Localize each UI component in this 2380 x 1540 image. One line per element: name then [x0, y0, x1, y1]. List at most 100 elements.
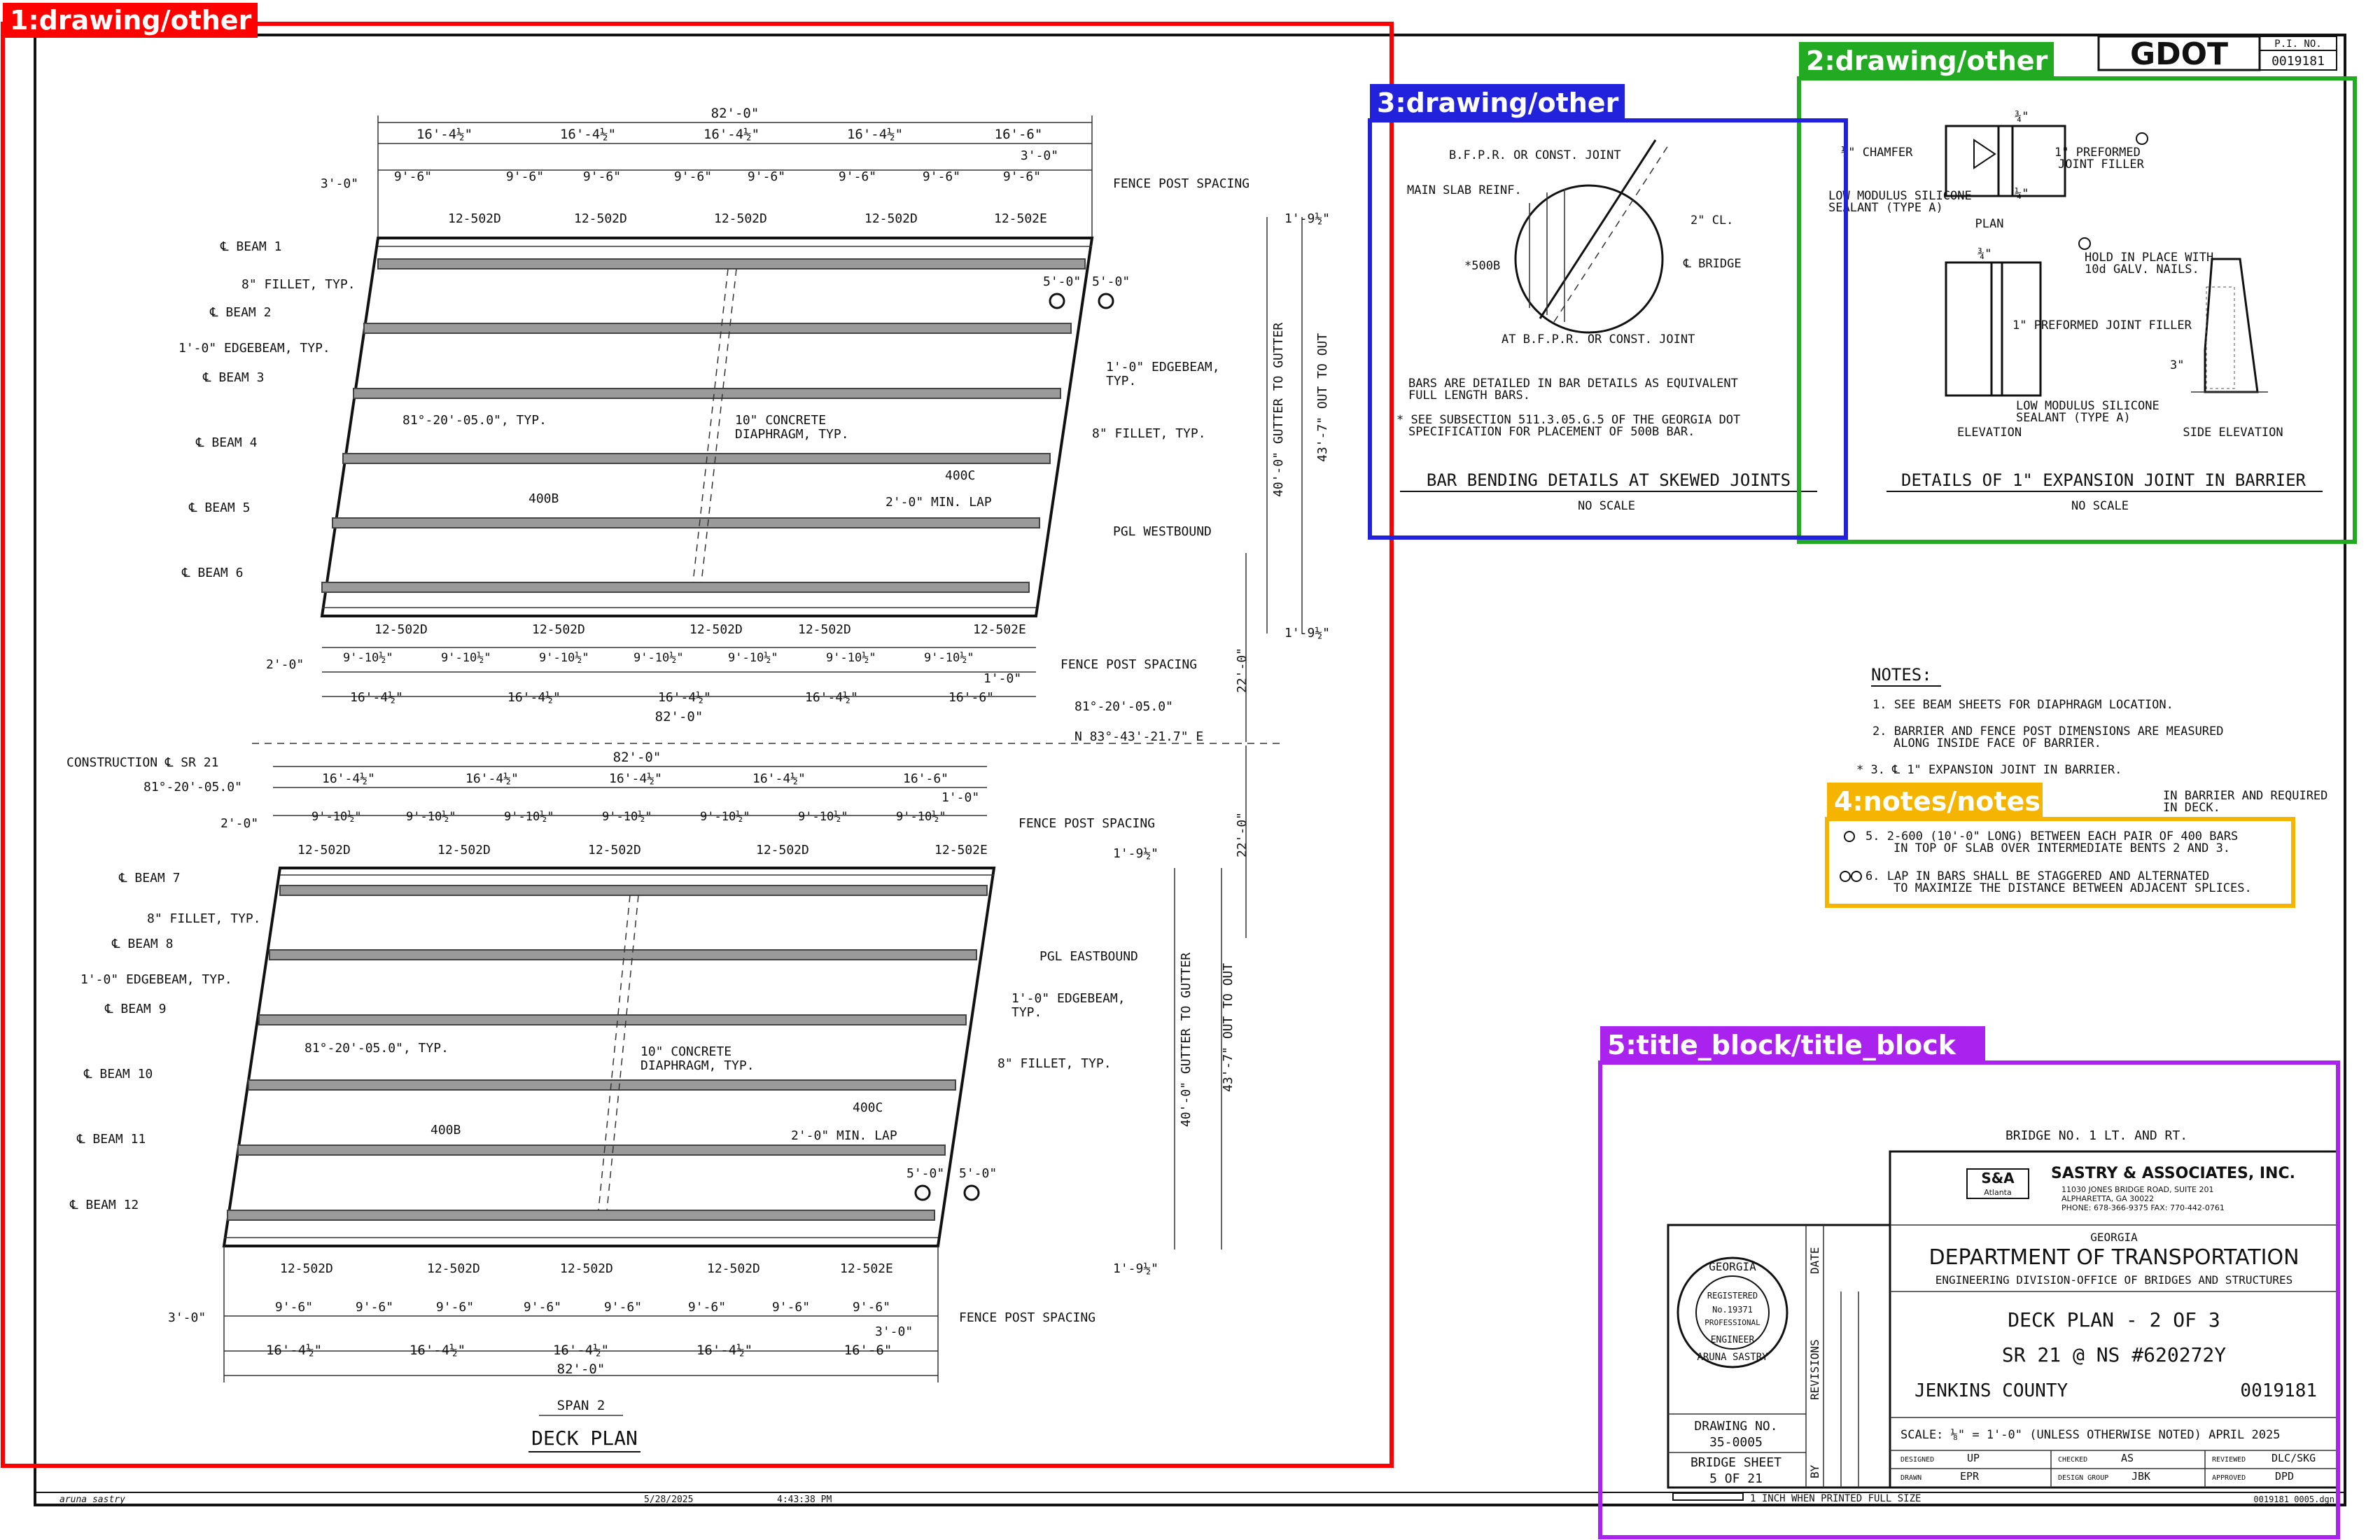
construction-cl-label: CONSTRUCTION ℄ SR 21 — [66, 755, 218, 770]
filler-label-a: 1" PREFORMED — [2054, 146, 2141, 160]
dim-bot-seg-5: 16'-6" — [844, 1343, 892, 1358]
bar-eb-top-5: 12-502E — [934, 843, 988, 858]
chamfer-label: ¼" CHAMFER — [1841, 146, 1913, 160]
note-4a: IN BARRIER AND REQUIRED — [2163, 789, 2328, 803]
side-elevation-label: SIDE ELEVATION — [2183, 426, 2283, 440]
diaphragm-label-wb-2: DIAPHRAGM, TYP. — [735, 427, 849, 442]
dim-top-sp-2: 9'-6" — [506, 169, 544, 184]
division-name: ENGINEERING DIVISION-OFFICE OF BRIDGES A… — [1935, 1273, 2293, 1287]
dim-bot-seg-3: 16'-4½" — [553, 1343, 609, 1358]
dim-34-elev: ¾" — [1977, 247, 1991, 261]
seal-state: GEORGIA — [1709, 1260, 1756, 1273]
hold-label-a: HOLD IN PLACE WITH — [2085, 251, 2213, 265]
bb-note-2a: * SEE SUBSECTION 511.3.05.G.5 OF THE GEO… — [1396, 413, 1740, 427]
firm-logo: S&A — [1981, 1170, 2015, 1186]
dim-22-2: 22'-0" — [1235, 812, 1250, 858]
dim-mid-seg-1: 16'-4½" — [350, 690, 403, 705]
bar-wb-top-5: 12-502E — [994, 211, 1047, 226]
drawing-no-label: DRAWING NO. — [1694, 1419, 1777, 1434]
hold-label-b: 10d GALV. NAILS. — [2085, 262, 2199, 276]
bearing-label: N 83°-43'-21.7" E — [1074, 729, 1203, 744]
annotation-box-2 — [1797, 76, 2357, 544]
state-label: GEORGIA — [2090, 1231, 2138, 1244]
dim-top-overall: 82'-0" — [711, 106, 760, 121]
lap-label-eb: 2'-0" MIN. LAP — [791, 1128, 897, 1143]
bar-wb-top-1: 12-502D — [448, 211, 501, 226]
footer-file: 0019181_0005.dgn — [2253, 1494, 2334, 1504]
seal-engineer: ENGINEER — [1711, 1335, 1755, 1345]
gutter-eb: 40'-0" GUTTER TO GUTTER — [1179, 953, 1194, 1127]
seal-registered: REGISTERED — [1707, 1291, 1758, 1301]
sealant-elev-a: LOW MODULUS SILICONE — [2016, 399, 2160, 413]
dim-top-seg-4: 16'-4½" — [847, 127, 903, 142]
route-label: SR 21 @ NS #620272Y — [2002, 1343, 2226, 1366]
footer-time: 4:43:38 PM — [777, 1494, 832, 1505]
drawn-label: DRAWN — [1900, 1474, 1921, 1482]
dim-1ft-wb: 1'-0" — [983, 671, 1021, 686]
bar-eb-bot-4: 12-502D — [707, 1261, 760, 1276]
dim-bot-sp-6: 9'-6" — [688, 1300, 726, 1315]
bfpr-label: B.F.P.R. OR CONST. JOINT — [1449, 148, 1621, 162]
bridge-cl-label: ℄ BRIDGE — [1683, 257, 1742, 271]
outout-wb: 43'-7" OUT TO OUT — [1315, 333, 1330, 462]
beam-8-label: ℄ BEAM 8 — [111, 937, 173, 951]
bar-wb-top-2: 12-502D — [574, 211, 627, 226]
beam-1-label: ℄ BEAM 1 — [220, 239, 281, 254]
department-name: DEPARTMENT OF TRANSPORTATION — [1928, 1245, 2299, 1270]
bar-eb-top-4: 12-502D — [756, 843, 809, 858]
dim-eb-sp-1: 9'-10½" — [312, 810, 362, 824]
dim-34-top: ¾" — [2015, 110, 2029, 124]
filler-label-b: JOINT FILLER — [2058, 158, 2145, 172]
dim-mid-sp-5: 9'-10½" — [728, 651, 778, 665]
dim-22-1: 22'-0" — [1235, 648, 1250, 693]
bar-bending-title: BAR BENDING DETAILS AT SKEWED JOINTS — [1427, 470, 1791, 490]
dim-bot-seg-2: 16'-4½" — [410, 1343, 465, 1358]
dim-eb-sp-4: 9'-10½" — [602, 810, 652, 824]
edgebeam-r-eb-2: TYP. — [1011, 1005, 1042, 1020]
diaphragm-label-wb-1: 10" CONCRETE — [735, 413, 826, 428]
beam-10-label: ℄ BEAM 10 — [83, 1067, 153, 1082]
annotation-tag-3 — [1370, 84, 1625, 120]
dim-top-sp-5: 9'-6" — [748, 169, 785, 184]
skew-label-left: 81°-20'-05.0" — [144, 780, 242, 794]
expansion-scale: NO SCALE — [2071, 499, 2129, 513]
dim-top-seg-1: 16'-4½" — [416, 127, 472, 142]
dim-5ft-eb-1: 5'-0" — [906, 1166, 944, 1181]
beam-11-label: ℄ BEAM 11 — [76, 1132, 146, 1147]
sealant-label-b: SEALANT (TYPE A) — [1828, 201, 1943, 215]
dim-5ft-eb-2: 5'-0" — [959, 1166, 997, 1181]
fillet-r-eb: 8" FILLET, TYP. — [997, 1056, 1112, 1071]
reviewed-label: REVIEWED — [2212, 1456, 2246, 1464]
notes-heading: NOTES: — [1871, 665, 1932, 685]
revisions-label: REVISIONS — [1808, 1339, 1821, 1400]
bar-eb-bot-3: 12-502D — [560, 1261, 613, 1276]
beam-3-label: ℄ BEAM 3 — [202, 370, 264, 385]
dim-14-plan: ¼" — [2015, 187, 2029, 201]
diaphragm-label-eb-1: 10" CONCRETE — [640, 1044, 732, 1059]
dim-mid-sp-3: 9'-10½" — [539, 651, 589, 665]
edgebeam-r-wb-2: TYP. — [1106, 374, 1136, 388]
approved-label: APPROVED — [2212, 1474, 2246, 1482]
lap-label-wb: 2'-0" MIN. LAP — [886, 495, 992, 510]
seal-name: ARUNA SASTRY — [1697, 1352, 1768, 1363]
bb-note-2b: SPECIFICATION FOR PLACEMENT OF 500B BAR. — [1408, 425, 1695, 439]
at-joint-label: AT B.F.P.R. OR CONST. JOINT — [1502, 332, 1695, 346]
dim-2ft-eb: 2'-0" — [220, 816, 258, 831]
annotation-tag-5 — [1600, 1026, 1985, 1063]
group-label: DESIGN GROUP — [2058, 1474, 2108, 1482]
edgebeam-label-wb: 1'-0" EDGEBEAM, TYP. — [178, 341, 330, 356]
dim-top-seg-3: 16'-4½" — [704, 127, 760, 142]
bar-eb-bot-1: 12-502D — [280, 1261, 333, 1276]
note-5a: 5. 2-600 (10'-0" LONG) BETWEEN EACH PAIR… — [1865, 830, 2238, 844]
bar-400c-wb: 400C — [945, 468, 975, 483]
dim-bot-sp-5: 9'-6" — [604, 1300, 642, 1315]
bar-bending-scale: NO SCALE — [1578, 499, 1635, 513]
beam-9-label: ℄ BEAM 9 — [104, 1002, 166, 1016]
dim-bot-sp-3: 9'-6" — [436, 1300, 474, 1315]
notes-section: NOTES: 1. SEE BEAM SHEETS FOR DIAPHRAGM … — [1840, 665, 2328, 895]
bar-wb-bot-4: 12-502D — [798, 622, 851, 637]
edgebeam-label-eb: 1'-0" EDGEBEAM, TYP. — [80, 972, 232, 987]
fence-post-label-2: FENCE POST SPACING — [1060, 657, 1197, 672]
annotation-tag-4 — [1827, 783, 2043, 819]
firm-name: SASTRY & ASSOCIATES, INC. — [2051, 1165, 2295, 1182]
